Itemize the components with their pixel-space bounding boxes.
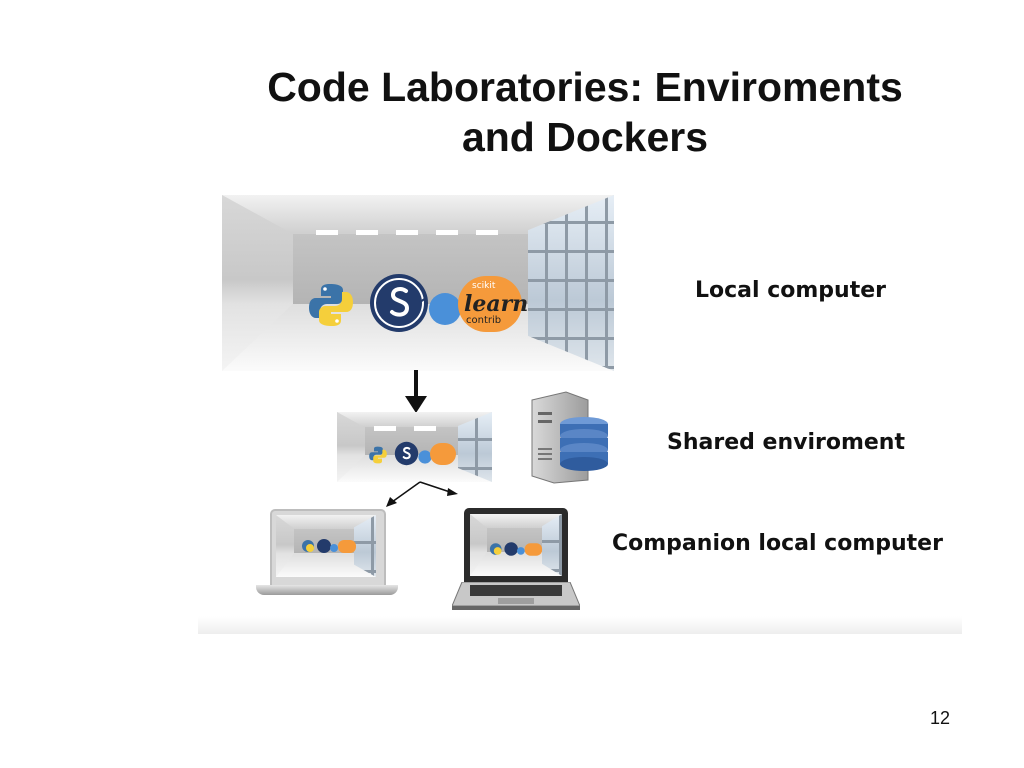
server-database-icon — [531, 391, 608, 484]
title-line-1: Code Laboratories: Enviroments — [267, 64, 903, 110]
sklearn-main-text: learn — [464, 291, 529, 317]
shared-environment-label: Shared enviroment — [667, 430, 905, 455]
slide-title: Code Laboratories: Enviroments and Docke… — [200, 62, 970, 162]
scikit-learn-contrib-logo-icon: scikit learn contrib — [458, 276, 528, 332]
companion-computer-label: Companion local computer — [612, 531, 943, 556]
title-line-2: and Dockers — [461, 114, 709, 160]
python-logo-icon — [309, 284, 353, 326]
companion-laptop-left — [256, 509, 398, 595]
page-number: 12 — [930, 708, 951, 728]
logos-mini-icon — [489, 542, 543, 556]
sage-s-logo-icon — [370, 274, 428, 332]
scikit-blue-circle-icon — [429, 293, 461, 325]
scikit-blue-circle-icon — [418, 450, 432, 464]
scikit-learn-contrib-logo-icon — [430, 443, 456, 465]
keyboard-icon — [452, 582, 580, 610]
sage-s-logo-icon — [394, 441, 419, 466]
sklearn-small-text: scikit — [472, 281, 496, 291]
companion-laptop-right — [452, 508, 580, 610]
local-computer-label: Local computer — [695, 278, 886, 303]
down-arrow-icon — [405, 370, 427, 413]
split-arrows-icon — [386, 481, 458, 507]
logos-mini-icon — [302, 539, 356, 553]
python-logo-icon — [369, 446, 387, 464]
sklearn-sub-text: contrib — [466, 315, 502, 326]
